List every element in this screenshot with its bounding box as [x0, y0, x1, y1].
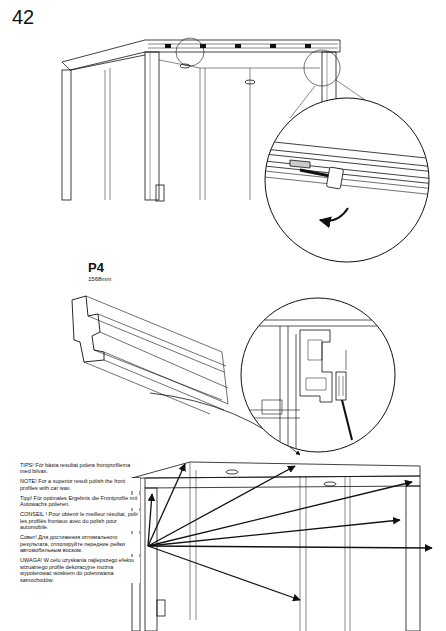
tip-note: Tipp! Für optimales Ergebnis die Frontpr…	[20, 495, 140, 508]
polish-arrows	[148, 464, 432, 600]
tip-note: Совет! Для достижения оптимального резул…	[20, 534, 140, 553]
part-name: P4	[88, 260, 104, 275]
dimension: 1568mm	[88, 276, 111, 282]
tip-note: TIPS! För bästa resultat polera frontpro…	[20, 462, 140, 475]
tip-note: UWAGA! W celu uzyskania najlepszego efek…	[20, 557, 140, 583]
tip-note: CONSEIL ! Pour obtenir le meilleur résul…	[20, 511, 140, 530]
magnified-rail-detail	[255, 98, 445, 262]
magnified-profile-section	[240, 298, 400, 460]
step-number: 42	[12, 6, 34, 29]
tip-note: NOTE! For a superior result polish the f…	[20, 478, 140, 491]
notes-column: TIPS! För bästa resultat polera frontpro…	[20, 462, 140, 587]
